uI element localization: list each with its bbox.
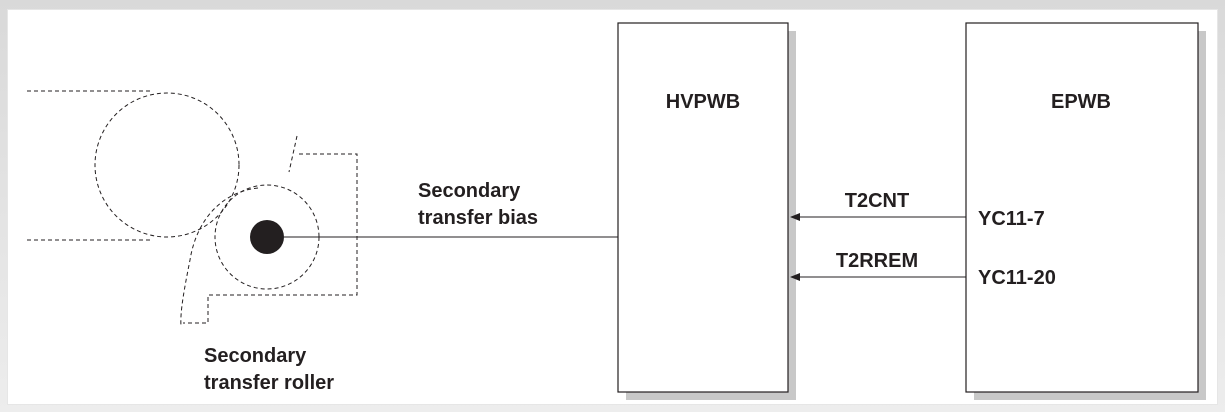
bias-label-line1: Secondary — [418, 180, 521, 202]
housing-edge — [288, 135, 298, 173]
t2cnt-pin: YC11-7 — [978, 208, 1045, 230]
epwb-rect — [965, 22, 1199, 393]
drum-assembly — [27, 90, 240, 241]
epwb-label: EPWB — [1051, 91, 1111, 113]
t2rrem-label: T2RREM — [836, 250, 918, 272]
epwb-box: EPWB — [965, 22, 1206, 400]
hvpwb-label: HVPWB — [666, 91, 740, 113]
roller-label: Secondary transfer roller — [204, 345, 334, 394]
signal-t2rrem: T2RREM YC11-20 — [790, 250, 1056, 289]
housing-curve — [180, 187, 259, 327]
housing-outline — [183, 153, 358, 324]
roller-shaft — [250, 220, 284, 254]
roller-label-line1: Secondary — [204, 345, 307, 367]
bias-label-line2: transfer bias — [418, 207, 538, 229]
t2rrem-pin: YC11-20 — [978, 267, 1056, 289]
roller-housing — [180, 135, 358, 327]
drum-circle — [94, 92, 240, 238]
hvpwb-rect — [617, 22, 789, 393]
hvpwb-box: HVPWB — [617, 22, 796, 400]
signal-t2cnt: T2CNT YC11-7 — [790, 190, 1045, 230]
bias-label: Secondary transfer bias — [418, 180, 538, 229]
t2cnt-label: T2CNT — [845, 190, 909, 212]
roller-label-line2: transfer roller — [204, 372, 334, 394]
